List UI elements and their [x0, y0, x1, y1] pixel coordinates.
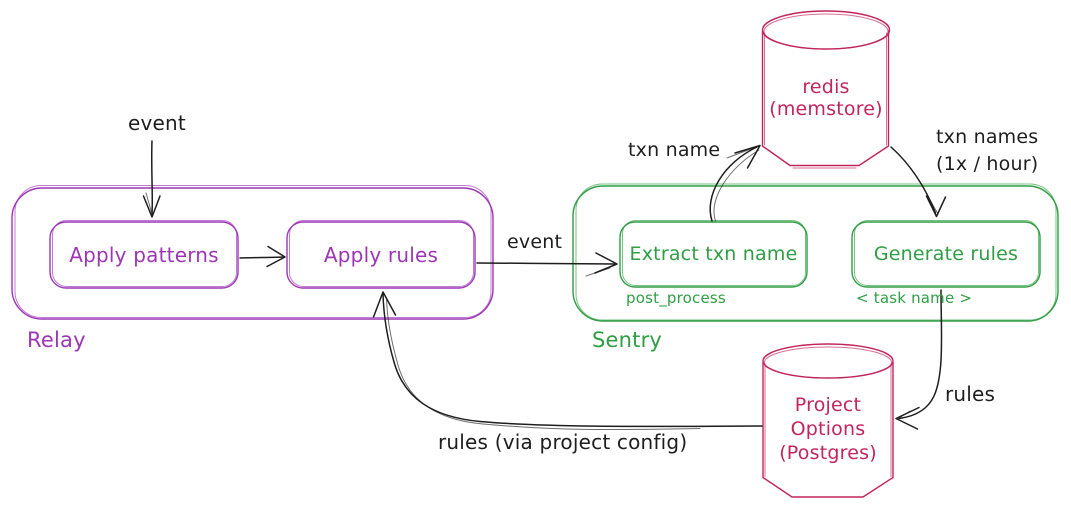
edge-txn-name [709, 144, 761, 222]
relay-label: Relay [27, 328, 86, 352]
txn-names-line1: txn names [936, 126, 1039, 148]
redis-label-line1: redis [802, 76, 850, 98]
project-options-line3: (Postgres) [779, 442, 877, 464]
txn-names-line2: (1x / hour) [936, 153, 1039, 175]
redis-label-line2: (memstore) [769, 98, 883, 120]
apply-rules-label: Apply rules [323, 243, 439, 267]
edge-event-in [142, 140, 161, 218]
redis-cylinder-shape [761, 10, 891, 169]
txn-name-label: txn name [628, 139, 721, 161]
apply-patterns-box-shape [49, 220, 239, 289]
project-options-line1: Project [794, 394, 862, 416]
rules-via-config-label: rules (via project config) [438, 430, 688, 454]
project-options-label: Project Options (Postgres) [763, 393, 893, 465]
rules-label: rules [945, 382, 996, 406]
event-mid-label: event [507, 231, 563, 253]
sentry-label: Sentry [592, 328, 663, 352]
txn-names-hourly-label: txn names (1x / hour) [936, 124, 1038, 178]
apply-rules-box-shape [286, 220, 476, 289]
sentry-container-shape [572, 183, 1059, 322]
generate-rules-label: Generate rules [873, 243, 1019, 265]
edge-patterns-to-rules [239, 245, 286, 268]
task-name-label: < task name > [856, 289, 973, 307]
edge-event-mid [476, 252, 618, 277]
project-options-line2: Options [790, 418, 866, 440]
relay-container-shape [11, 185, 494, 320]
event-in-label: event [128, 111, 186, 135]
project-options-cylinder-shape [762, 343, 894, 498]
extract-txn-name-label: Extract txn name [629, 243, 798, 265]
extract-txn-name-box-shape [619, 220, 808, 288]
redis-label: redis (memstore) [761, 76, 891, 120]
edge-rules-via-config [372, 291, 763, 431]
apply-patterns-label: Apply patterns [69, 243, 219, 267]
post-process-label: post_process [626, 289, 726, 307]
edge-txn-names-hourly [890, 146, 947, 218]
edge-rules-to-postgres [895, 289, 943, 430]
generate-rules-box-shape [851, 220, 1041, 288]
